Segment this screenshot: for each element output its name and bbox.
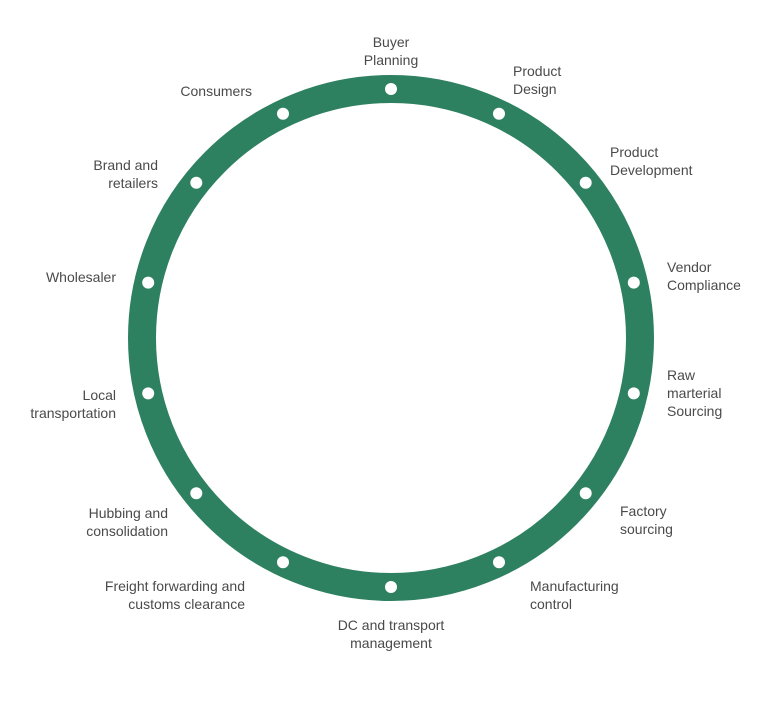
stage-nodes	[142, 83, 640, 593]
stage-node-product-design	[493, 107, 505, 120]
stage-label-line: DC and transport	[338, 617, 445, 633]
stage-label-line: Sourcing	[667, 403, 722, 419]
stage-label-line: consolidation	[86, 523, 168, 539]
stage-node-local-transportation	[142, 387, 155, 400]
stage-label-line: management	[350, 635, 432, 651]
cycle-ring	[128, 75, 654, 601]
stage-label-consumers: Consumers	[180, 83, 252, 99]
stage-label-line: Wholesaler	[46, 269, 116, 285]
stage-node-wholesaler	[142, 276, 155, 289]
stage-label-local-transportation: Local transportation	[30, 387, 116, 421]
stage-node-dc-and-transport-management	[385, 581, 397, 593]
stage-label-line: Product	[513, 63, 561, 79]
stage-node-buyer-planning	[385, 83, 397, 95]
stage-label-line: Buyer	[373, 34, 410, 50]
stage-node-product-development	[579, 176, 592, 189]
stage-label-line: Raw	[667, 367, 696, 383]
stage-label-line: Product	[610, 144, 658, 160]
stage-label-line: Factory	[620, 503, 667, 519]
stage-node-brand-and-retailers	[190, 176, 203, 189]
stage-label-line: Local	[83, 387, 116, 403]
stage-label-line: Brand and	[93, 157, 158, 173]
stage-node-vendor-compliance	[627, 276, 640, 289]
stage-label-manufacturing-control: Manufacturing control	[530, 578, 619, 612]
stage-label-line: Hubbing and	[89, 505, 168, 521]
stage-label-line: sourcing	[620, 521, 673, 537]
stage-label-wholesaler: Wholesaler	[46, 269, 116, 285]
stage-node-hubbing-and-consolidation	[190, 487, 203, 500]
stage-label-line: Vendor	[667, 259, 712, 275]
stage-node-manufacturing-control	[493, 556, 505, 569]
stage-node-raw-material-sourcing	[627, 387, 640, 400]
stage-node-consumers	[277, 107, 289, 120]
stage-label-line: Development	[610, 162, 693, 178]
stage-node-factory-sourcing	[579, 487, 592, 500]
stage-label-line: control	[530, 596, 572, 612]
stage-node-freight-forwarding-and-customs-clearance	[277, 556, 289, 569]
stage-label-freight-forwarding-and-customs-clearance: Freight forwarding and customs clearance	[105, 578, 245, 612]
stage-label-hubbing-and-consolidation: Hubbing and consolidation	[86, 505, 168, 539]
stage-label-line: transportation	[30, 405, 116, 421]
stage-label-dc-and-transport-management: DC and transport management	[338, 617, 445, 651]
stage-label-line: Planning	[364, 52, 419, 68]
stage-label-line: Consumers	[180, 83, 252, 99]
stage-label-line: retailers	[108, 175, 158, 191]
stage-label-line: Design	[513, 81, 557, 97]
stage-label-line: marterial	[667, 385, 721, 401]
stage-label-line: Freight forwarding and	[105, 578, 245, 594]
stage-label-line: customs clearance	[128, 596, 245, 612]
stage-label-line: Compliance	[667, 277, 741, 293]
stage-label-factory-sourcing: Factory sourcing	[620, 503, 673, 537]
stage-label-line: Manufacturing	[530, 578, 619, 594]
stage-label-brand-and-retailers: Brand and retailers	[93, 157, 158, 191]
